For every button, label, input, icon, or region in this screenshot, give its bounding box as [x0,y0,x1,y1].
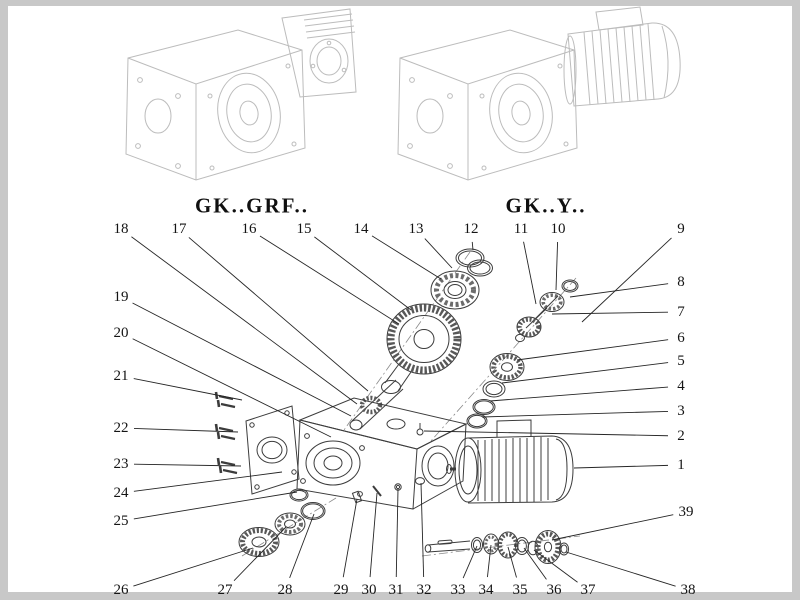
callout-32: 32 [417,582,432,598]
motor-drawing [446,419,574,504]
leader-line-8 [569,283,669,298]
bevel-gear-stack-drawing [466,353,525,429]
callout-16: 16 [242,221,258,237]
callout-9: 9 [677,221,685,237]
leader-line-3 [481,410,669,418]
callout-7: 7 [677,304,685,320]
callout-27: 27 [218,582,234,598]
bevel-pinion-group-drawing [515,279,579,343]
leader-line-10 [555,241,559,291]
leader-line-39 [551,514,674,541]
callout-1: 1 [677,457,685,473]
callout-17: 17 [172,221,188,237]
callout-20: 20 [114,325,129,341]
callout-21: 21 [114,368,129,384]
callout-37: 37 [581,582,597,598]
leader-line-30 [369,492,378,578]
callout-14: 14 [354,221,370,237]
helical-gear-drawing [381,303,462,394]
callout-30: 30 [362,582,377,598]
output-bearing-group-drawing [238,488,326,557]
leader-line-31 [395,488,399,578]
leader-line-38 [565,551,676,587]
leader-line-6 [516,339,669,361]
callout-11: 11 [514,221,528,237]
leader-line-25 [133,491,298,520]
leader-line-14 [371,235,442,280]
leader-line-5 [501,362,669,384]
flange-screws-drawing [214,391,238,475]
callout-26: 26 [114,582,130,598]
leader-line-13 [424,238,453,269]
leader-line-2 [423,430,669,437]
callout-15: 15 [297,221,312,237]
leader-line-34 [486,544,492,578]
callout-23: 23 [114,456,129,472]
leader-line-4 [489,386,669,402]
leader-line-32 [420,482,425,578]
leader-line-19 [132,302,352,417]
leader-line-1 [573,464,669,469]
leader-line-24 [133,471,283,492]
variant-label-gk-grf: GK..GRF.. [194,193,310,218]
leader-line-27 [233,526,287,581]
leader-line-16 [259,235,400,325]
leader-line-15 [314,236,412,311]
leader-line-29 [342,498,358,578]
callout-35: 35 [513,582,528,598]
variant-label-gk-y: GK..Y.. [505,193,587,218]
input-bearing-drawing [430,270,480,310]
leader-line-21 [133,378,243,401]
callout-22: 22 [114,420,129,436]
leader-line-22 [133,427,239,433]
callout-12: 12 [464,221,479,237]
leader-line-7 [551,311,669,315]
callout-29: 29 [334,582,349,598]
callout-24: 24 [114,485,130,501]
exploded-view-drawing [214,248,579,564]
pinion-shaft-drawing [349,379,404,431]
callout-8: 8 [677,274,685,290]
leader-line-37 [533,549,578,583]
leader-line-28 [289,513,315,579]
callout-18: 18 [114,221,129,237]
junction-small-parts-drawing [351,477,425,504]
callout-3: 3 [677,403,685,419]
callout-19: 19 [114,289,129,305]
paper-background [8,6,792,592]
callout-31: 31 [389,582,404,598]
leader-line-12 [471,241,474,251]
callout-13: 13 [409,221,424,237]
leader-line-20 [132,338,332,438]
callout-5: 5 [677,353,685,369]
leader-line-18 [131,236,358,405]
callout-10: 10 [551,221,566,237]
leader-line-11 [523,241,537,305]
leader-line-35 [507,546,517,578]
callout-4: 4 [677,378,685,394]
callout-33: 33 [451,582,466,598]
retaining-rings-drawing [455,248,493,277]
assembled-view-gk-y-drawing [397,6,681,181]
callout-28: 28 [278,582,293,598]
leader-line-36 [523,547,547,580]
callout-34: 34 [479,582,495,598]
callout-2: 2 [677,428,685,444]
callout-25: 25 [114,513,129,529]
mounting-flange-drawing [245,405,300,495]
leader-line-17 [188,237,369,392]
callout-6: 6 [677,330,685,346]
assembled-view-gk-grf-drawing [125,8,357,181]
leader-line-33 [462,545,478,579]
callout-36: 36 [547,582,563,598]
leader-line-23 [133,463,242,467]
leader-line-26 [133,547,254,587]
callout-39: 39 [679,504,694,520]
callout-38: 38 [681,582,696,598]
leader-line-9 [581,237,672,323]
